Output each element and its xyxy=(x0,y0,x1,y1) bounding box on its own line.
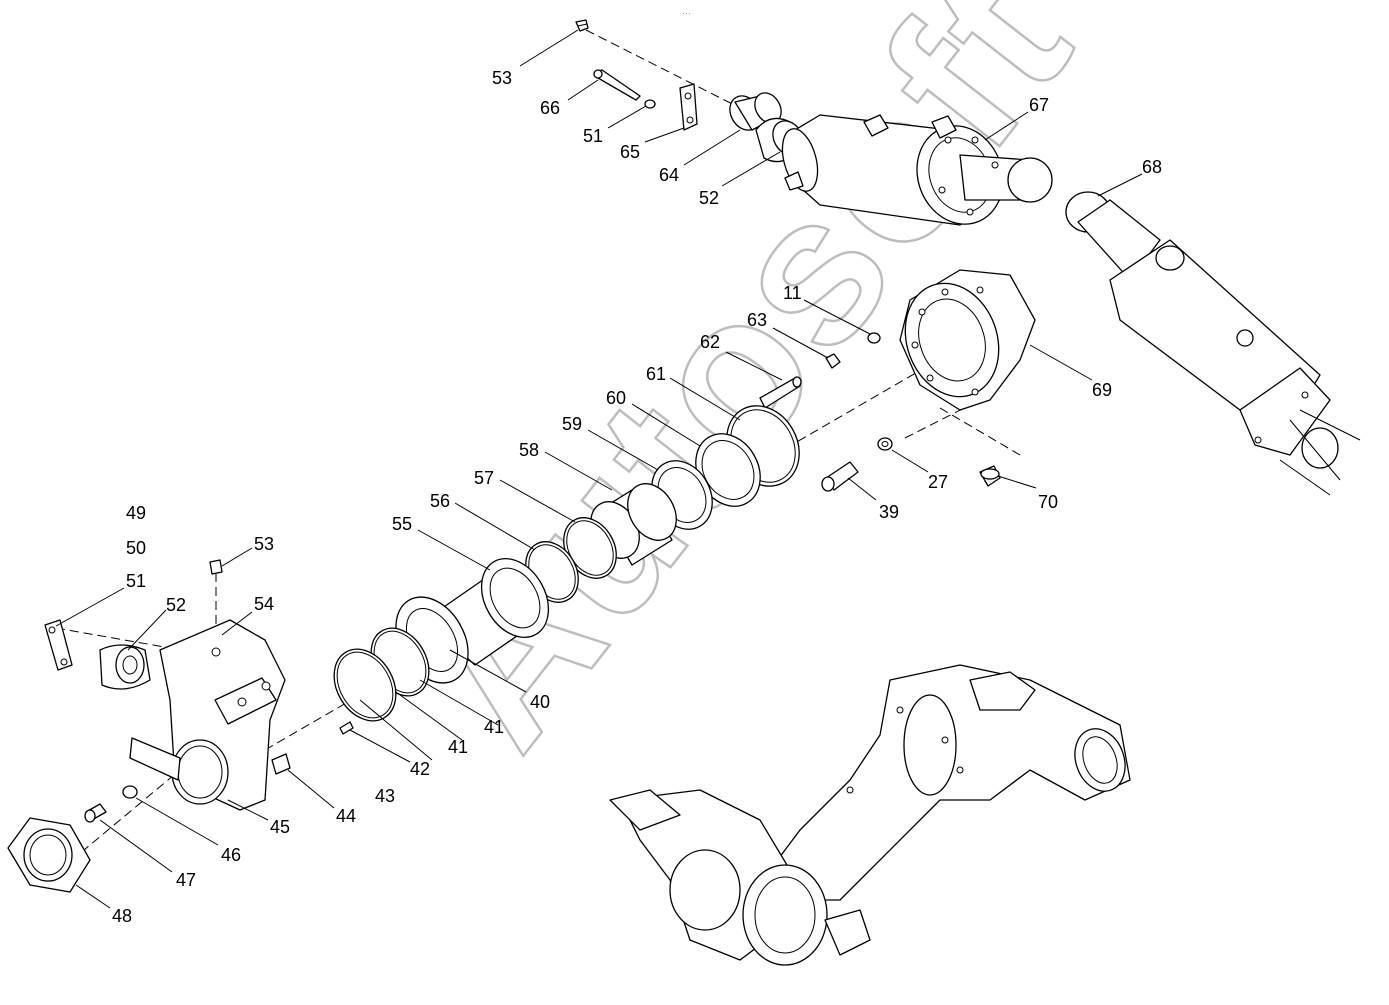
o-ring-part-42 xyxy=(333,648,397,722)
callout-40: 40 xyxy=(530,692,550,712)
callout-51-left: 51 xyxy=(126,571,146,591)
leader-lines xyxy=(55,29,1143,909)
callout-61: 61 xyxy=(646,364,666,384)
hydraulic-cylinder-part-67 xyxy=(781,114,1053,226)
clip-part-44 xyxy=(271,753,291,775)
callout-42: 42 xyxy=(410,759,430,779)
bolt-part-39 xyxy=(821,461,859,492)
callout-49: 49 xyxy=(126,503,146,523)
flange-housing-part-69 xyxy=(899,269,1036,411)
hydraulic-cylinder-part-68 xyxy=(1065,191,1361,496)
clamp-plate-part-65 xyxy=(679,83,698,131)
callout-45: 45 xyxy=(270,817,290,837)
callout-39: 39 xyxy=(879,502,899,522)
callout-44: 44 xyxy=(336,806,356,826)
callout-60: 60 xyxy=(606,388,626,408)
clamp-plate-part-51-left xyxy=(44,619,73,671)
callout-41-right: 41 xyxy=(484,717,504,737)
callout-52-left: 52 xyxy=(166,595,186,615)
callout-47: 47 xyxy=(176,870,196,890)
bushing-part-58 xyxy=(590,483,677,566)
callout-58: 58 xyxy=(519,440,539,460)
long-bolt-part-66 xyxy=(593,69,641,101)
grease-nipple-part-53-left xyxy=(209,559,223,575)
callout-69: 69 xyxy=(1092,380,1112,400)
callout-46: 46 xyxy=(221,845,241,865)
callout-66: 66 xyxy=(540,98,560,118)
callout-67: 67 xyxy=(1029,95,1049,115)
callout-62: 62 xyxy=(700,332,720,352)
pin-part-62 xyxy=(759,376,802,409)
washer-part-51-top xyxy=(644,99,656,109)
callout-51-top: 51 xyxy=(583,126,603,146)
bolt-part-47 xyxy=(84,803,107,823)
callout-59: 59 xyxy=(562,414,582,434)
callout-55: 55 xyxy=(392,514,412,534)
washer-part-46 xyxy=(122,785,138,799)
callout-50: 50 xyxy=(126,538,146,558)
callout-65: 65 xyxy=(620,142,640,162)
hex-nut-part-48 xyxy=(7,817,91,893)
callout-53-left: 53 xyxy=(254,534,274,554)
grease-nipple-part-53-top xyxy=(575,19,589,32)
top-mark: … xyxy=(682,6,691,16)
callout-52-top: 52 xyxy=(699,188,719,208)
plug-part-70 xyxy=(979,465,1001,487)
washer-part-27 xyxy=(877,437,893,451)
callout-70: 70 xyxy=(1038,492,1058,512)
spherical-bearing-part-52-left xyxy=(99,644,151,690)
nut-part-63 xyxy=(825,353,841,369)
callout-11: 11 xyxy=(783,283,802,303)
bracket-part-45 xyxy=(129,737,181,781)
callout-48: 48 xyxy=(112,906,132,926)
washer-part-11 xyxy=(867,332,881,344)
callout-68: 68 xyxy=(1142,157,1162,177)
callout-56: 56 xyxy=(430,491,450,511)
bolt-part-43 xyxy=(339,721,354,735)
callout-43: 43 xyxy=(375,786,395,806)
callout-27: 27 xyxy=(928,472,948,492)
callout-63: 63 xyxy=(747,310,767,330)
callout-54: 54 xyxy=(254,594,274,614)
splined-hub-part-45 xyxy=(171,739,229,805)
axle-housing-assembly xyxy=(609,664,1131,966)
callout-64: 64 xyxy=(659,165,679,185)
callout-53-top: 53 xyxy=(492,68,512,88)
callout-41-left: 41 xyxy=(448,737,468,757)
callout-57: 57 xyxy=(474,468,494,488)
callout-labels: 53 66 51 65 64 52 67 68 11 63 62 61 60 6… xyxy=(112,68,1162,926)
